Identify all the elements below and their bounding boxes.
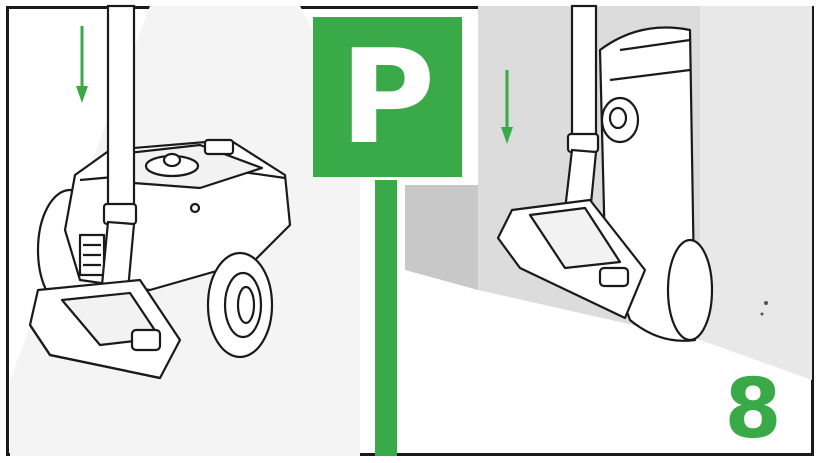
parking-letter: P	[339, 21, 436, 173]
parking-sign-pole	[375, 180, 397, 456]
step-number: 8	[724, 362, 782, 457]
wall-mark	[764, 301, 768, 305]
right-vacuum-tube	[563, 4, 600, 216]
right-down-arrow-icon	[501, 70, 513, 144]
right-wall-side	[405, 185, 478, 290]
wall-mark	[760, 312, 764, 316]
parking-sign-badge: P	[313, 17, 462, 177]
left-vacuum-tube	[100, 4, 138, 292]
left-floor-nozzle	[28, 278, 182, 380]
right-wall-far	[700, 6, 812, 380]
left-down-arrow-icon	[76, 26, 88, 103]
right-floor-nozzle	[496, 198, 647, 320]
